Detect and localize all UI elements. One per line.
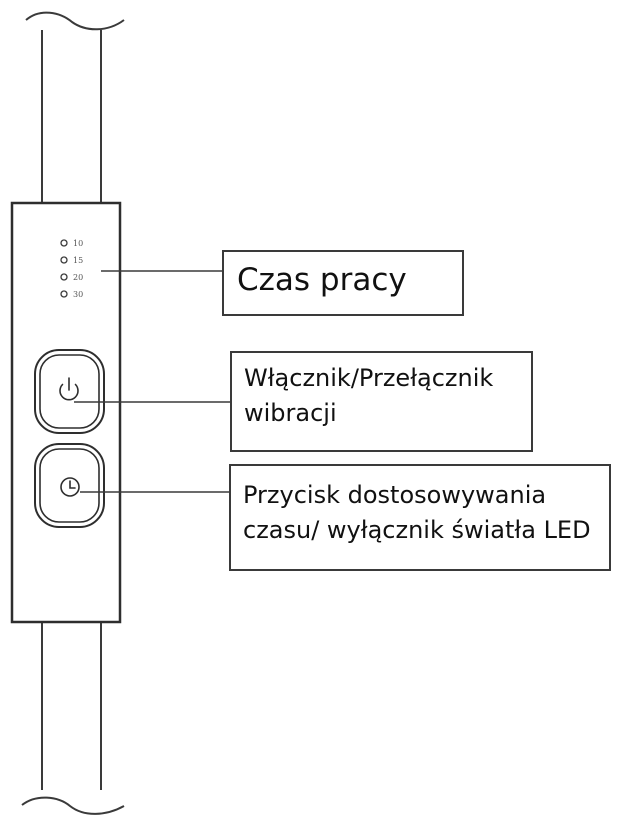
- clock-icon: [60, 477, 80, 497]
- callout-timer-button-line1: Przycisk dostosowywania: [243, 481, 547, 509]
- leader-lines: [74, 270, 230, 493]
- led-indicator-20: [60, 273, 68, 281]
- lower-strap-break: [21, 796, 125, 815]
- led-indicator-10: [60, 239, 68, 247]
- callout-timer-button-line2: czasu/ wyłącznik światła LED: [243, 515, 591, 544]
- callout-power-switch-line1: Włącznik/Przełącznik: [244, 364, 494, 392]
- power-button[interactable]: [34, 349, 105, 434]
- upper-strap: [25, 11, 125, 203]
- led-indicators: 10 15 20 30: [60, 239, 83, 299]
- led-indicator-15: [60, 256, 68, 264]
- upper-strap-break: [25, 11, 125, 31]
- callout-timer-button: Przycisk dostosowywania czasu/ wyłącznik…: [229, 464, 611, 571]
- callout-power-switch: Włącznik/Przełącznik wibracji: [230, 351, 533, 452]
- led-label-15: 15: [73, 256, 83, 265]
- led-label-30: 30: [73, 290, 83, 299]
- power-icon: [59, 377, 79, 401]
- lower-strap: [21, 622, 125, 815]
- callout-working-time-label: Czas pracy: [237, 262, 407, 298]
- led-indicator-30: [60, 290, 68, 298]
- led-label-10: 10: [73, 239, 83, 248]
- callout-power-switch-line2: wibracji: [244, 398, 337, 427]
- callout-working-time: Czas pracy: [222, 250, 464, 316]
- timer-button[interactable]: [34, 443, 105, 528]
- led-label-20: 20: [73, 273, 83, 282]
